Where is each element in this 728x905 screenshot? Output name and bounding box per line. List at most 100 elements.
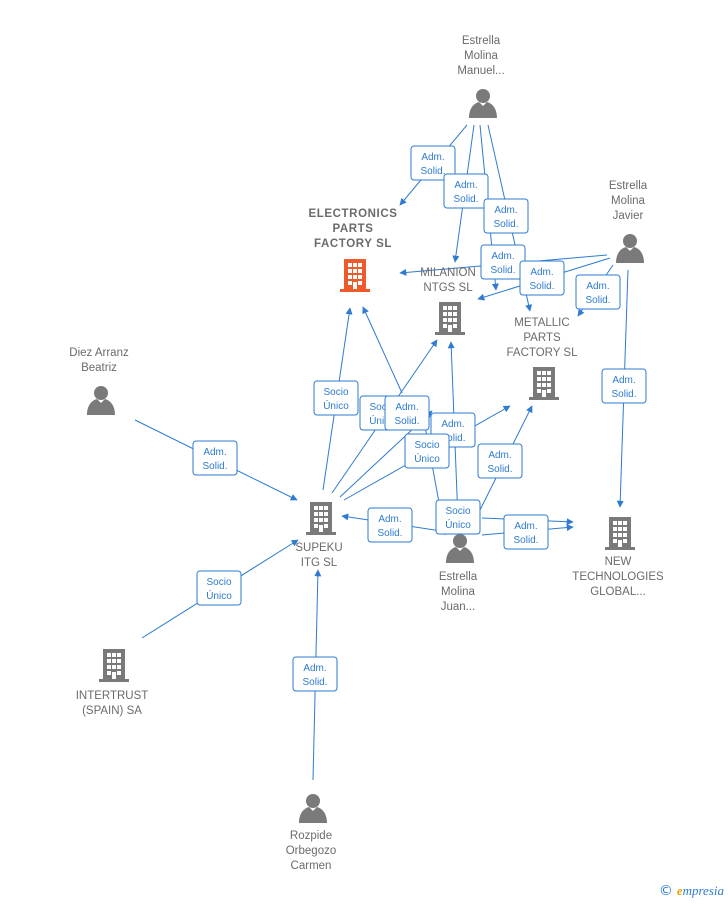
badge-box (443, 173, 489, 209)
node-label-line: ITG SL (301, 557, 338, 569)
badge-box (367, 507, 413, 543)
badge-text: Adm. (530, 267, 553, 278)
badge-text: Solid. (377, 528, 402, 539)
person-icon (616, 234, 644, 263)
badge-box (384, 395, 430, 431)
badge-box (192, 440, 238, 476)
node-label-line: Estrella (462, 35, 501, 47)
badge-box (313, 380, 359, 416)
building-icon (306, 502, 336, 535)
node-electronics[interactable]: ELECTRONICS PARTS FACTORY SL (308, 208, 397, 292)
badge-box (477, 443, 523, 479)
node-label-line: Beatriz (81, 362, 117, 374)
relation-badge[interactable]: Adm. Solid. (443, 173, 489, 209)
badge-box (503, 514, 549, 550)
node-newtech[interactable]: NEW TECHNOLOGIES GLOBAL... (572, 517, 664, 598)
badge-text: Socio (445, 506, 470, 517)
building-icon (605, 517, 635, 550)
node-label-line: ELECTRONICS (308, 208, 397, 220)
person-icon (469, 89, 497, 118)
badge-text: Único (206, 589, 232, 602)
node-label-line: NTGS SL (423, 282, 473, 294)
badge-box (519, 260, 565, 296)
relation-badge[interactable]: Adm. Solid. (477, 443, 523, 479)
badge-text: Solid. (487, 464, 512, 475)
node-label-line: Molina (441, 586, 475, 598)
badge-text: Solid. (202, 461, 227, 472)
badge-text: Adm. (488, 450, 511, 461)
relation-badge[interactable]: Adm.Solid. (480, 244, 526, 280)
person-icon (87, 386, 115, 415)
relation-badge[interactable]: Adm.Solid. (367, 507, 413, 543)
badge-text: Adm. (395, 402, 418, 413)
node-label-line: Estrella (439, 571, 478, 583)
node-label-line: FACTORY SL (314, 238, 392, 250)
node-label-line: Javier (613, 210, 644, 222)
badge-text: Solid. (453, 194, 478, 205)
badge-box (575, 274, 621, 310)
badge-text: Adm. (454, 180, 477, 191)
badge-text: Solid. (585, 295, 610, 306)
relation-badge[interactable]: Adm. Solid. (519, 260, 565, 296)
node-label-line: Molina (464, 50, 498, 62)
building-icon (435, 302, 465, 335)
badge-text: Adm. (586, 281, 609, 292)
relation-badge[interactable]: Adm. Solid. (384, 395, 430, 431)
badge-text: Adm. (421, 152, 444, 163)
person-icon (299, 794, 327, 823)
relation-badge[interactable]: Adm. Solid. (483, 198, 529, 234)
node-label-line: Juan... (441, 601, 476, 613)
node-label-line: Manuel... (457, 65, 504, 77)
badge-text: Solid. (493, 219, 518, 230)
footer-brand: © empresia (659, 883, 724, 899)
node-label-line: GLOBAL... (590, 586, 646, 598)
edge-line (362, 306, 403, 394)
node-label-line: FACTORY SL (507, 347, 579, 359)
node-label: ELECTRONICS PARTS FACTORY SL (308, 208, 397, 250)
badge-box (483, 198, 529, 234)
node-intertrust[interactable]: INTERTRUST (SPAIN) SA (76, 649, 149, 717)
node-label-line: INTERTRUST (76, 690, 149, 702)
badge-text: Solid. (420, 166, 445, 177)
node-label-line: TECHNOLOGIES (572, 571, 664, 583)
relation-badge[interactable]: Adm.Solid. (192, 440, 238, 476)
badge-text: Solid. (611, 389, 636, 400)
node-label-line: PARTS (523, 332, 561, 344)
badge-text: Adm. (612, 375, 635, 386)
relation-badge[interactable]: Adm. Solid. (575, 274, 621, 310)
node-label-line: MILANION (420, 267, 476, 279)
relation-badge[interactable]: Adm. Solid. (601, 368, 647, 404)
node-label-line: Carmen (291, 860, 332, 872)
node-label-line: NEW (605, 556, 632, 568)
node-label-line: PARTS (332, 223, 373, 235)
badge-text: Solid. (529, 281, 554, 292)
node-label-line: Molina (611, 195, 645, 207)
badge-box (404, 433, 450, 469)
badge-text: Adm. (494, 205, 517, 216)
badge-text: Solid. (394, 416, 419, 427)
badge-text: Adm. (514, 521, 537, 532)
badge-box (601, 368, 647, 404)
node-milanion[interactable]: MILANION NTGS SL (420, 267, 476, 335)
relation-badge[interactable]: Adm.Solid. (503, 514, 549, 550)
badge-box (196, 570, 242, 606)
node-label-line: Rozpide (290, 830, 332, 842)
relation-badge[interactable]: Adm.Solid. (292, 656, 338, 692)
node-label-line: (SPAIN) SA (82, 705, 142, 717)
relation-badge[interactable]: Adm. Solid. (410, 145, 456, 181)
